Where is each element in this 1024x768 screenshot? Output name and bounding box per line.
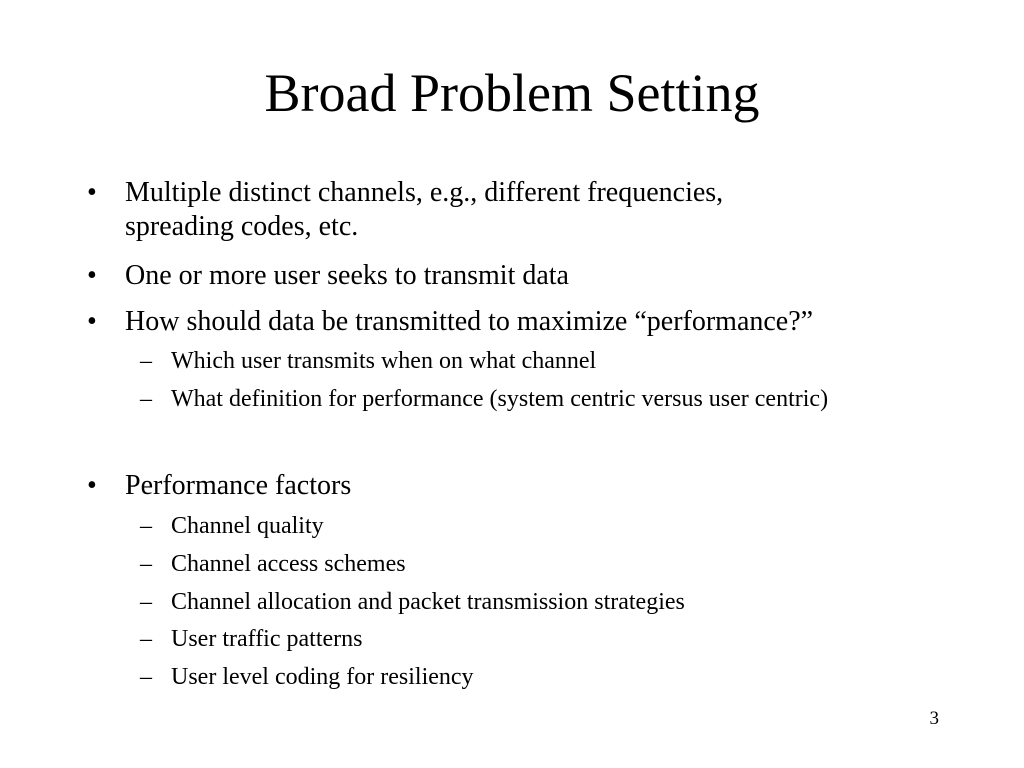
bullet-text: Multiple distinct channels, e.g., differ… <box>125 176 965 244</box>
sub-bullet-mark: – <box>140 589 152 615</box>
sub-bullet-mark: – <box>140 348 152 374</box>
sub-bullet-text: Channel allocation and packet transmissi… <box>171 589 685 615</box>
sub-bullet-text: Channel quality <box>171 513 324 539</box>
sub-bullet-item: – Channel quality <box>140 511 980 541</box>
bullet-text: One or more user seeks to transmit data <box>125 260 569 291</box>
sub-bullet-mark: – <box>140 386 152 412</box>
sub-bullet-text: User traffic patterns <box>171 626 363 652</box>
sub-bullet-mark: – <box>140 664 152 690</box>
bullet-text-line: Multiple distinct channels, e.g., differ… <box>125 177 724 208</box>
bullet-item: • Performance factors <box>87 469 967 503</box>
sub-bullet-item: – What definition for performance (syste… <box>140 384 980 414</box>
bullet-text: Performance factors <box>125 470 352 501</box>
bullet-mark: • <box>87 260 97 291</box>
page-number: 3 <box>929 708 940 729</box>
sub-bullet-item: – User level coding for resiliency <box>140 662 980 692</box>
bullet-mark: • <box>87 306 97 337</box>
sub-bullet-text: Which user transmits when on what channe… <box>171 348 597 374</box>
bullet-text: How should data be transmitted to maximi… <box>125 306 814 337</box>
bullet-item: • Multiple distinct channels, e.g., diff… <box>87 176 967 248</box>
bullet-mark: • <box>87 470 97 501</box>
sub-bullet-item: – Channel access schemes <box>140 549 980 579</box>
sub-bullet-item: – Which user transmits when on what chan… <box>140 346 980 376</box>
sub-bullet-mark: – <box>140 513 152 539</box>
bullet-mark: • <box>87 177 97 208</box>
sub-bullet-item: – User traffic patterns <box>140 624 980 654</box>
sub-bullet-mark: – <box>140 626 152 652</box>
sub-bullet-text: Channel access schemes <box>171 551 406 577</box>
bullet-text-line: spreading codes, etc. <box>125 211 359 242</box>
sub-bullet-mark: – <box>140 551 152 577</box>
bullet-item: • One or more user seeks to transmit dat… <box>87 259 967 293</box>
slide-title: Broad Problem Setting <box>264 63 760 123</box>
sub-bullet-text: What definition for performance (system … <box>171 386 829 412</box>
bullet-item: • How should data be transmitted to maxi… <box>87 305 967 339</box>
sub-bullet-item: – Channel allocation and packet transmis… <box>140 587 980 617</box>
sub-bullet-text: User level coding for resiliency <box>171 664 474 690</box>
